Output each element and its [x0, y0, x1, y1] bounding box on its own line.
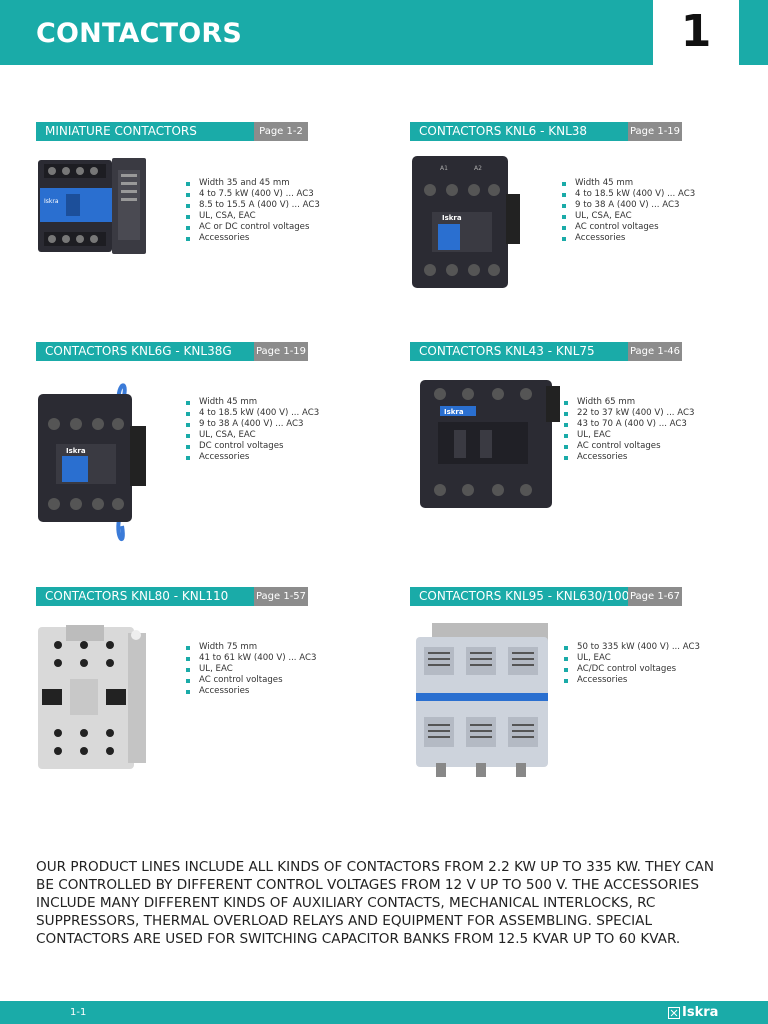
feature-item: UL, EAC: [564, 430, 694, 441]
page-reference[interactable]: Page 1-57: [254, 587, 308, 606]
section-contactors-knl6-knl38: CONTACTORS KNL6 - KNL38 Page 1-19 A1 A2 …: [410, 122, 730, 302]
feature-item: Accessories: [186, 686, 316, 697]
miniature-contactor-image: Iskra: [38, 158, 146, 254]
page-reference[interactable]: Page 1-46: [628, 342, 682, 361]
contactor-knl80-image: [38, 625, 146, 769]
intro-paragraph: OUR PRODUCT LINES INCLUDE ALL KINDS OF C…: [36, 859, 715, 947]
svg-text:A1: A1: [440, 165, 448, 172]
feature-item: 22 to 37 kW (400 V) ... AC3: [564, 408, 694, 419]
feature-item: 9 to 38 A (400 V) ... AC3: [186, 419, 319, 430]
section-contactors-knl43-knl75: CONTACTORS KNL43 - KNL75 Page 1-46 Iskra…: [410, 342, 730, 517]
header-bar: CONTACTORS 1: [0, 0, 768, 65]
feature-list: Width 45 mm 4 to 18.5 kW (400 V) ... AC3…: [186, 397, 319, 463]
feature-item: 50 to 335 kW (400 V) ... AC3: [564, 642, 700, 653]
feature-item: 41 to 61 kW (400 V) ... AC3: [186, 653, 316, 664]
feature-item: Width 35 and 45 mm: [186, 178, 320, 189]
feature-list: 50 to 335 kW (400 V) ... AC3 UL, EAC AC/…: [564, 642, 700, 686]
feature-item: 9 to 38 A (400 V) ... AC3: [562, 200, 695, 211]
section-title: CONTACTORS KNL6G - KNL38G: [36, 342, 254, 361]
feature-item: 4 to 18.5 kW (400 V) ... AC3: [186, 408, 319, 419]
page-reference[interactable]: Page 1-19: [254, 342, 308, 361]
feature-item: 4 to 7.5 kW (400 V) ... AC3: [186, 189, 320, 200]
page-reference[interactable]: Page 1-2: [254, 122, 308, 141]
feature-list: Width 35 and 45 mm 4 to 7.5 kW (400 V) .…: [186, 178, 320, 244]
product-brand-label: Iskra: [44, 198, 59, 205]
brand-logo-text: Iskra: [682, 1005, 719, 1020]
chapter-number-box: 1: [653, 0, 739, 65]
feature-item: AC control voltages: [564, 441, 694, 452]
feature-item: UL, CSA, EAC: [186, 430, 319, 441]
section-title: CONTACTORS KNL95 - KNL630/1000: [410, 587, 637, 606]
contactor-knl6g-image: Iskra: [38, 383, 146, 541]
contactor-knl95-image: [416, 623, 548, 777]
footer-bar: 1-1 Iskra: [0, 1001, 768, 1024]
iskra-logo-icon: [668, 1006, 680, 1019]
feature-item: 43 to 70 A (400 V) ... AC3: [564, 419, 694, 430]
feature-list: Width 65 mm 22 to 37 kW (400 V) ... AC3 …: [564, 397, 694, 463]
feature-item: UL, EAC: [564, 653, 700, 664]
section-title: MINIATURE CONTACTORS: [36, 122, 254, 141]
contactor-knl43-image: Iskra: [420, 380, 560, 508]
section-contactors-knl6g-knl38g: CONTACTORS KNL6G - KNL38G Page 1-19 Iskr…: [36, 342, 336, 552]
feature-list: Width 45 mm 4 to 18.5 kW (400 V) ... AC3…: [562, 178, 695, 244]
feature-item: Accessories: [564, 452, 694, 463]
feature-list: Width 75 mm 41 to 61 kW (400 V) ... AC3 …: [186, 642, 316, 697]
feature-item: AC/DC control voltages: [564, 664, 700, 675]
feature-item: UL, EAC: [186, 664, 316, 675]
feature-item: Accessories: [186, 233, 320, 244]
section-miniature-contactors: MINIATURE CONTACTORS Page 1-2 Iskra Widt…: [36, 122, 336, 272]
page-number: 1-1: [70, 1007, 87, 1018]
feature-item: UL, CSA, EAC: [562, 211, 695, 222]
feature-item: UL, CSA, EAC: [186, 211, 320, 222]
page-reference[interactable]: Page 1-67: [628, 587, 682, 606]
section-title: CONTACTORS KNL43 - KNL75: [410, 342, 628, 361]
feature-item: DC control voltages: [186, 441, 319, 452]
feature-item: Width 45 mm: [186, 397, 319, 408]
section-contactors-knl80-knl110: CONTACTORS KNL80 - KNL110 Page 1-57 Widt…: [36, 587, 336, 777]
contactor-knl6-image: A1 A2 Iskra: [412, 156, 520, 288]
page-reference[interactable]: Page 1-19: [628, 122, 682, 141]
product-brand-label: Iskra: [442, 214, 462, 222]
svg-text:A2: A2: [474, 165, 482, 172]
feature-item: Width 65 mm: [564, 397, 694, 408]
page-title: CONTACTORS: [36, 18, 243, 49]
feature-item: AC or DC control voltages: [186, 222, 320, 233]
product-brand-label: Iskra: [66, 447, 86, 455]
feature-item: AC control voltages: [186, 675, 316, 686]
section-contactors-knl95-knl630: CONTACTORS KNL95 - KNL630/1000 Page 1-67…: [410, 587, 730, 787]
feature-item: Accessories: [186, 452, 319, 463]
feature-item: Accessories: [562, 233, 695, 244]
feature-item: 4 to 18.5 kW (400 V) ... AC3: [562, 189, 695, 200]
section-title: CONTACTORS KNL80 - KNL110: [36, 587, 254, 606]
feature-item: Accessories: [564, 675, 700, 686]
chapter-number: 1: [680, 6, 712, 57]
feature-item: Width 45 mm: [562, 178, 695, 189]
feature-item: AC control voltages: [562, 222, 695, 233]
product-brand-label: Iskra: [444, 408, 464, 416]
feature-item: 8.5 to 15.5 A (400 V) ... AC3: [186, 200, 320, 211]
feature-item: Width 75 mm: [186, 642, 316, 653]
section-title: CONTACTORS KNL6 - KNL38: [410, 122, 628, 141]
brand-logo[interactable]: Iskra: [668, 1005, 718, 1020]
